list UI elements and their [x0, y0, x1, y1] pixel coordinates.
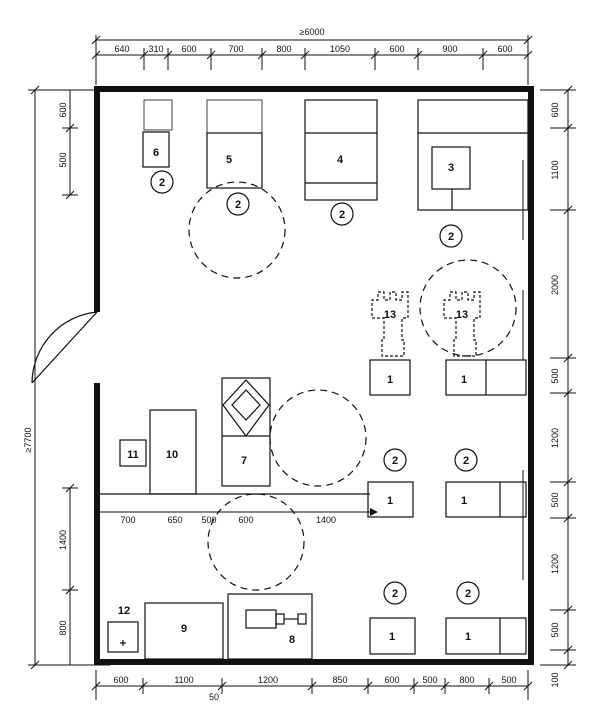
- dim-right-3: 2000: [550, 275, 560, 295]
- label-2-h: 2: [465, 588, 471, 600]
- dimension-lines: [28, 35, 576, 700]
- label-1-e: 1: [389, 631, 395, 643]
- dim-top-1: 640: [114, 44, 129, 54]
- label-1-c: 1: [387, 495, 393, 507]
- dim-right-5: 1200: [550, 428, 560, 448]
- label-2-b: 2: [235, 199, 241, 211]
- dim-top-3: 600: [181, 44, 196, 54]
- item-numbers: 6 5 4 3 13 13 10 11 7 12 9 8 1 1 1 1 1 1…: [118, 147, 471, 646]
- label-1-b: 1: [461, 374, 467, 386]
- dim-right-8: 500: [550, 622, 560, 637]
- dim-top-2: 310: [148, 44, 163, 54]
- chair-circles: [150, 170, 480, 605]
- label-1-a: 1: [387, 374, 393, 386]
- label-13b: 13: [456, 309, 468, 321]
- walls: [94, 86, 534, 665]
- label-12: 12: [118, 605, 130, 617]
- label-8: 8: [289, 634, 295, 646]
- dim-bottom-1: 600: [113, 675, 128, 685]
- label-9: 9: [181, 623, 187, 635]
- dim-top-9: 600: [497, 44, 512, 54]
- label-5: 5: [226, 154, 232, 166]
- dim-bottom-small: 50: [209, 692, 219, 702]
- turning-circles: [188, 181, 517, 591]
- dim-bottom-8: 500: [501, 675, 516, 685]
- dim-top-4: 700: [228, 44, 243, 54]
- dim-right-9: 100: [550, 672, 560, 687]
- label-3: 3: [448, 162, 454, 174]
- dim-left-2: 600: [58, 102, 68, 117]
- entrance-door: [31, 311, 98, 384]
- dim-top-7: 600: [389, 44, 404, 54]
- dim-top-6: 1050: [330, 44, 350, 54]
- dim-right-1: 600: [550, 102, 560, 117]
- dim-bottom-4: 850: [332, 675, 347, 685]
- dim-top-8: 900: [442, 44, 457, 54]
- label-2-e: 2: [392, 455, 398, 467]
- label-2-c: 2: [339, 209, 345, 221]
- label-7: 7: [241, 455, 247, 467]
- dim-total-height: ≥7700: [23, 428, 33, 453]
- dim-bottom-7: 800: [459, 675, 474, 685]
- dim-inner-2: 650: [167, 515, 182, 525]
- interior-dimension-arrow: [370, 508, 378, 516]
- dim-inner-5: 1400: [316, 515, 336, 525]
- dim-left-4: 800: [58, 620, 68, 635]
- dim-right-7: 1200: [550, 554, 560, 574]
- dim-top-5: 800: [276, 44, 291, 54]
- label-2-g: 2: [392, 588, 398, 600]
- label-2-a: 2: [159, 177, 165, 189]
- dim-bottom-2: 1100: [174, 675, 193, 685]
- dim-right-2: 1100: [550, 160, 560, 179]
- label-6: 6: [153, 147, 159, 159]
- dim-bottom-6: 500: [422, 675, 437, 685]
- dim-right-4: 500: [550, 368, 560, 383]
- label-2-f: 2: [463, 455, 469, 467]
- label-13a: 13: [384, 309, 396, 321]
- dim-total-width: ≥6000: [300, 27, 325, 37]
- label-1-f: 1: [465, 631, 471, 643]
- dim-bottom-3: 1200: [258, 675, 278, 685]
- label-10: 10: [166, 449, 178, 461]
- label-2-d: 2: [448, 231, 454, 243]
- dim-inner-1: 700: [120, 515, 135, 525]
- label-4: 4: [337, 154, 344, 166]
- vertical-dimension-text: ≥7700 500 600 1400 800 600 1100 2000 500…: [23, 102, 560, 687]
- dim-left-1: 500: [58, 152, 68, 167]
- label-1-d: 1: [461, 495, 467, 507]
- label-11: 11: [127, 449, 139, 461]
- dim-left-3: 1400: [58, 530, 68, 550]
- dimension-text: ≥6000 640 310 600 700 800 1050 600 900 6…: [113, 27, 516, 702]
- item-13-shapes: [371, 291, 481, 357]
- dim-inner-4: 600: [238, 515, 253, 525]
- dim-inner-3: 500: [201, 515, 216, 525]
- dim-bottom-5: 600: [384, 675, 399, 685]
- dim-right-6: 500: [550, 492, 560, 507]
